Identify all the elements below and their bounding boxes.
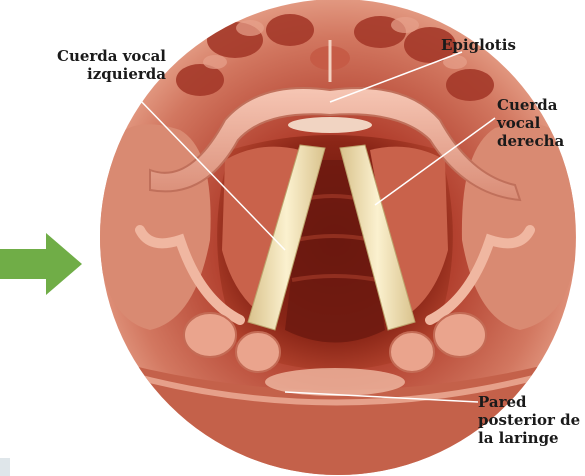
label-right-vocal-cord: Cuerda vocal derecha xyxy=(497,96,564,150)
corner-mark xyxy=(0,458,10,476)
right-arrow-icon xyxy=(0,233,82,295)
label-epiglottis: Epiglotis xyxy=(441,36,516,54)
label-posterior-wall: Pared posterior de la laringe xyxy=(478,393,580,447)
label-left-vocal-cord: Cuerda vocal izquierda xyxy=(24,47,166,83)
